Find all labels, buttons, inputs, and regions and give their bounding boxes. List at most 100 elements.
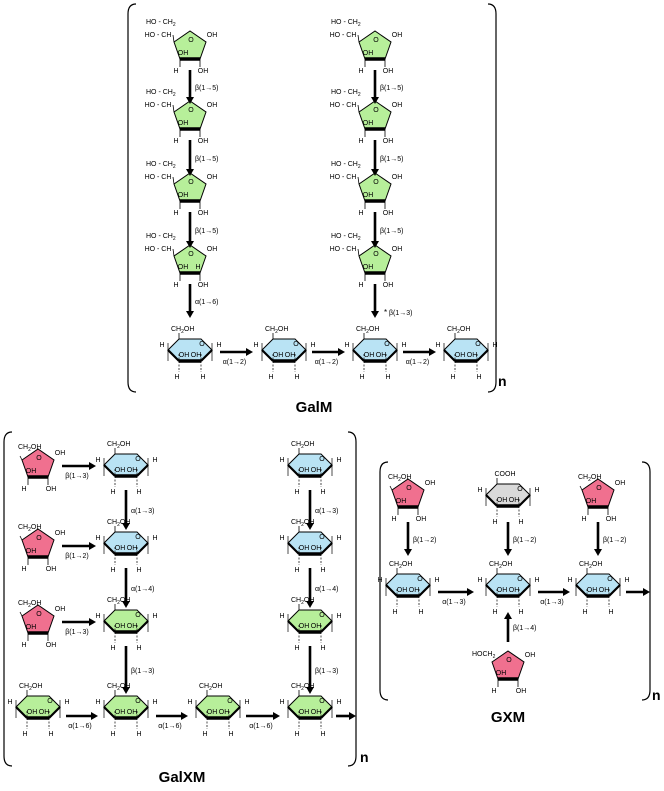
h-label: H: [279, 613, 284, 620]
bracket-left: [379, 461, 389, 701]
oh-label: OH: [55, 530, 66, 537]
h-label: H: [173, 138, 178, 145]
h-label: H: [450, 374, 455, 381]
furanose-ring: [173, 172, 207, 202]
ring-oxygen: O: [188, 37, 194, 44]
oh-label: OH: [392, 32, 403, 39]
h-label: H: [518, 609, 523, 616]
linkage-arrow-right: α(1→6): [156, 712, 188, 730]
ch2oh-label: CH2OH: [356, 326, 379, 335]
h-label: H: [294, 489, 299, 496]
h-label: H: [279, 457, 284, 464]
oh-label: OH: [127, 709, 138, 716]
linkage-label: β(1→3): [65, 473, 88, 480]
linkage-label: α(1→3): [315, 508, 339, 515]
furanose-ring: [358, 30, 392, 60]
furanose-ring: [581, 478, 615, 508]
ring-oxygen: O: [517, 486, 523, 493]
furanose-ring: [358, 244, 392, 274]
ring-oxygen: O: [319, 698, 325, 705]
linkage-label: β(1→2): [413, 537, 436, 544]
h-label: H: [294, 374, 299, 381]
hoch2-label: HOCH2: [472, 651, 496, 660]
oh-label: OH: [376, 352, 387, 359]
oh-label: OH: [191, 352, 202, 359]
linkage-arrow-down: β(1→2): [404, 522, 436, 556]
h-label: H: [95, 699, 100, 706]
linkage-label: α(1→2): [223, 359, 247, 366]
linkage-label: α(1→3): [442, 599, 466, 606]
substituent-label: H: [492, 342, 497, 349]
galm-title: GalM: [296, 399, 333, 416]
h-label: H: [200, 374, 205, 381]
ho-ch2-label: HO - CH2: [146, 233, 176, 242]
linkage-arrow-down: α(1→3): [306, 490, 339, 530]
oh-label: OH: [207, 174, 218, 181]
oh-label: OH: [363, 120, 374, 127]
ring-oxygen: O: [373, 179, 379, 186]
ring-oxygen: O: [135, 456, 141, 463]
linkage-label: α(1→4): [315, 586, 339, 593]
oh-label: OH: [198, 282, 209, 289]
ho-ch-label: HO - CH: [145, 246, 172, 253]
h-label: H: [294, 645, 299, 652]
oh-label: OH: [363, 192, 374, 199]
ho-ch2-label: HO - CH2: [146, 161, 176, 170]
linkage-label: β(1→3): [389, 310, 412, 317]
bracket-right: [641, 461, 651, 701]
repeat-n: n: [360, 749, 369, 765]
ring-oxygen: O: [506, 657, 512, 664]
h-label: H: [136, 489, 141, 496]
h-label: H: [358, 138, 363, 145]
ch2oh-label: CH2OH: [171, 326, 194, 335]
linkage-arrow-down: β(1→2): [504, 522, 536, 556]
oh-label: OH: [467, 352, 478, 359]
h-label: H: [294, 731, 299, 738]
oh-label: OH: [46, 486, 57, 493]
h-label: H: [320, 567, 325, 574]
galm-bracket: [127, 3, 497, 393]
substituent-label: H: [434, 577, 439, 584]
ho-ch-label: HO - CH: [330, 174, 357, 181]
furanose-ring: [391, 478, 425, 508]
linkage-arrow-right: [626, 588, 650, 596]
furanose-ring: [358, 172, 392, 202]
h-label: H: [22, 731, 27, 738]
linkage-arrow-right: α(1→3): [438, 588, 474, 606]
ring-oxygen: O: [227, 698, 233, 705]
ring-oxygen: O: [417, 576, 423, 583]
ring-oxygen: O: [607, 576, 613, 583]
h-label: H: [21, 566, 26, 573]
ch2oh-label: CH2OH: [447, 326, 470, 335]
ring-oxygen: O: [36, 455, 42, 462]
linkage-arrow-right: α(1→2): [312, 348, 345, 366]
oh-label: OH: [416, 516, 427, 523]
h-label: H: [477, 487, 482, 494]
ho-ch-label: HO - CH: [330, 102, 357, 109]
gxm-title: GXM: [491, 709, 525, 726]
bracket-left: [3, 431, 13, 767]
oh-label: OH: [397, 587, 408, 594]
oh-label: OH: [127, 545, 138, 552]
oh-label: OH: [55, 450, 66, 457]
ring-oxygen: O: [36, 535, 42, 542]
linkage-label: α(1→3): [540, 599, 564, 606]
linkage-label: α(1→4): [131, 586, 155, 593]
linkage-arrow-down: β(1→5): [371, 140, 403, 176]
oh-label: OH: [127, 467, 138, 474]
oh-label: OH: [586, 498, 597, 505]
ring-oxygen: O: [596, 485, 602, 492]
ring-oxygen: O: [47, 698, 53, 705]
oh-label: OH: [178, 120, 189, 127]
oh-label: OH: [115, 545, 126, 552]
